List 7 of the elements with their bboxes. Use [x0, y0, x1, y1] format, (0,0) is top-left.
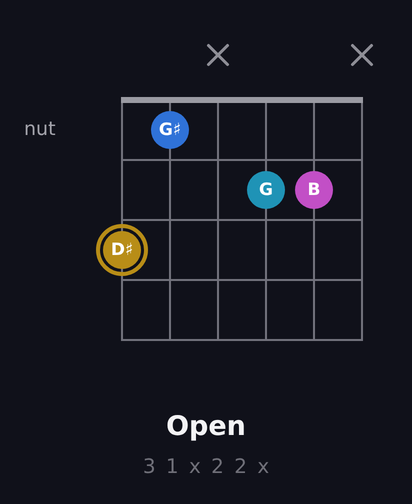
root-note-dot: D♯: [96, 224, 148, 276]
chord-title: Open: [166, 411, 246, 444]
note-dot: G: [247, 171, 285, 209]
note-dot: B: [295, 171, 333, 209]
note-dot: G♯: [151, 111, 189, 149]
fingering-text: 3 1 x 2 2 x: [142, 454, 272, 478]
nut-label: nut: [24, 118, 56, 141]
